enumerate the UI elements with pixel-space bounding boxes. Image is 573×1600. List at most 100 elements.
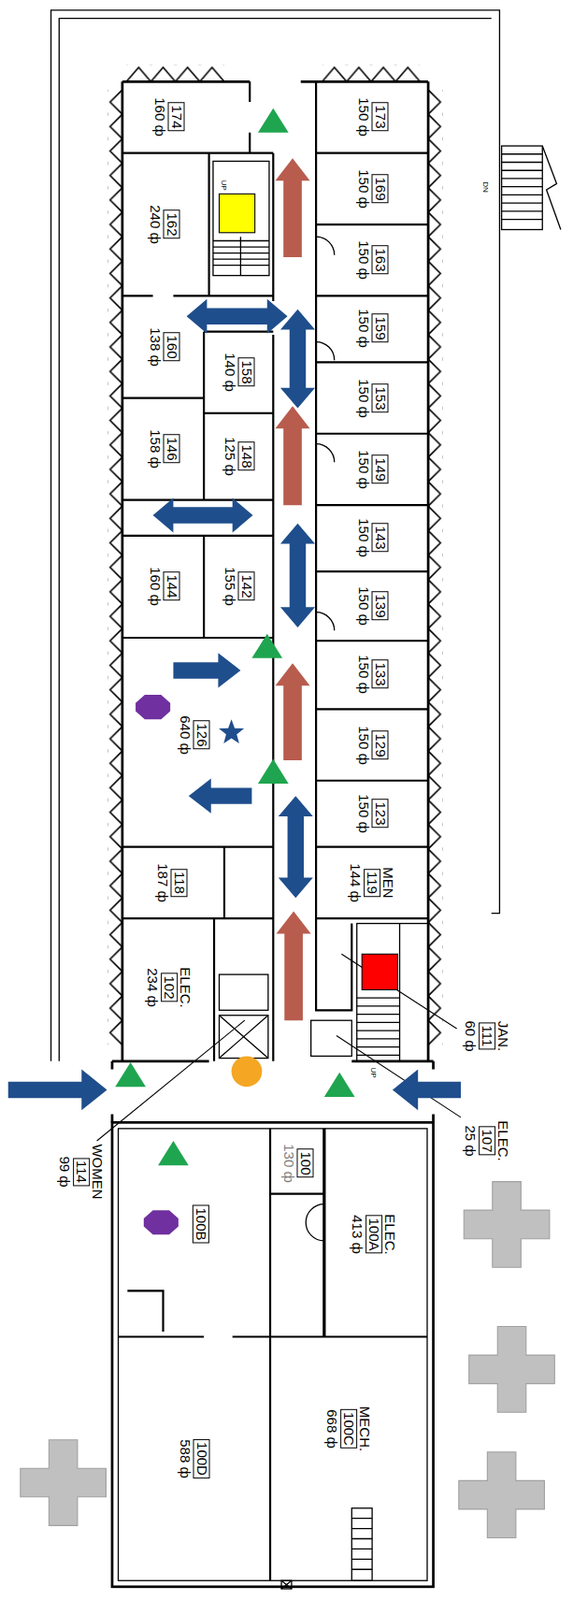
outer-walls [118, 1128, 428, 1580]
plan-shape [251, 633, 283, 659]
purple-marker [143, 1209, 179, 1234]
elevator [219, 974, 269, 1058]
room-area: 143150 ф [321, 506, 424, 568]
room-label: 588 ф [177, 1438, 194, 1478]
room-area: 123150 ф [321, 782, 424, 844]
room-label: MECH. [357, 1405, 373, 1451]
outer-walls [112, 1121, 434, 1586]
room-number: 139 [372, 591, 389, 621]
room-label: 150 ф [356, 240, 373, 280]
room-area: MEN119144 ф [321, 848, 424, 917]
plan-shape [501, 145, 544, 230]
room-label: 668 ф [324, 1405, 341, 1451]
star-marker [218, 718, 244, 744]
plan-shape [351, 1507, 373, 1580]
room-area: ELEC.10725 ф [458, 1106, 516, 1175]
plan-shape [357, 923, 401, 1061]
room-label: 60 ф [462, 1019, 479, 1051]
room-number: 146 [162, 434, 180, 464]
room-number: 100B [192, 1204, 210, 1244]
room-label: ELEC. [177, 967, 194, 1008]
plan-shape [280, 309, 316, 409]
room-label: 125 ф [222, 436, 239, 476]
room-label: 150 ф [356, 586, 373, 626]
room-label: 150 ф [356, 378, 373, 418]
room-label: 160 ф [146, 567, 163, 607]
plan-shape [157, 1140, 189, 1165]
plan-shape [469, 1326, 556, 1413]
room-label: 25 ф [462, 1119, 479, 1161]
plan-shape [278, 795, 314, 898]
room-area: ELEC.102234 ф [126, 923, 213, 1052]
room-label: 158 ф [146, 429, 163, 469]
room-text: 159150 ф [356, 309, 389, 349]
room-area: ELEC.100A413 ф [328, 1137, 420, 1332]
room-number: 144 [162, 572, 180, 602]
room-text: 158140 ф [222, 352, 256, 392]
room-number: 153 [372, 383, 389, 413]
room-number: 173 [372, 102, 389, 132]
room-area: 163150 ф [321, 226, 424, 294]
plan-shape [274, 662, 310, 760]
plan-shape [8, 1069, 108, 1111]
room-area: 162240 ф [122, 157, 204, 291]
plan-shape [280, 523, 316, 628]
room-area: 100B [181, 1183, 220, 1265]
room-area: 173150 ф [321, 83, 424, 151]
room-label: ELEC. [382, 1214, 399, 1255]
room-text: JAN.11160 ф [462, 1019, 512, 1051]
room-number: 143 [372, 523, 389, 553]
room-text: ELEC.102234 ф [144, 967, 194, 1008]
room-area: 153150 ф [321, 364, 424, 432]
plan-shape [351, 1518, 373, 1570]
room-area: 133150 ф [321, 642, 424, 706]
room-label: 234 ф [144, 967, 161, 1008]
room-label: 144 ф [347, 862, 364, 903]
room-area: 129150 ф [321, 711, 424, 779]
room-number: 100A [365, 1215, 383, 1254]
plan-shape [186, 299, 288, 334]
stair-core [213, 160, 270, 275]
room-label: 150 ф [356, 98, 373, 138]
plan-shape [20, 1439, 107, 1526]
room-area: 174160 ф [127, 83, 209, 151]
plan-shape [463, 1181, 550, 1268]
red-marker [361, 953, 398, 989]
room-area: 100D588 ф [122, 1356, 266, 1561]
plan-shape [281, 1579, 292, 1589]
room-label: JAN. [495, 1019, 512, 1051]
stair-direction: UP [219, 179, 228, 190]
room-text: 148125 ф [222, 436, 256, 476]
room-label: WOMEN [89, 1143, 106, 1199]
room-text: 100B [192, 1204, 210, 1244]
plan-shape [213, 236, 270, 275]
stair-direction: UP [369, 1066, 377, 1077]
room-number: 163 [372, 245, 389, 275]
room-area: 146158 ф [124, 400, 202, 499]
room-number: 114 [72, 1157, 90, 1186]
room-area: 148125 ф [206, 415, 271, 497]
room-label: 240 ф [146, 204, 163, 244]
room-number: 111 [478, 1021, 496, 1049]
windows [322, 65, 421, 82]
room-text: 163150 ф [356, 240, 389, 280]
room-label: 150 ф [356, 517, 373, 558]
room-area: JAN.11160 ф [458, 999, 516, 1071]
room-number: 118 [171, 868, 188, 897]
room-label: 640 ф [177, 715, 194, 755]
room-label: 155 ф [222, 567, 239, 607]
plan-shape [274, 405, 310, 505]
stairwell [311, 923, 429, 1061]
room-text: 129150 ф [356, 725, 389, 765]
plan-shape [274, 157, 310, 258]
plan-shape [219, 974, 269, 1010]
room-text: 133150 ф [356, 654, 389, 694]
windows [108, 89, 123, 1045]
room-label: 140 ф [222, 352, 239, 392]
bottom-stair [281, 1507, 373, 1589]
room-number: 142 [238, 572, 256, 602]
stair-direction: DN [481, 181, 489, 193]
route-arrows [8, 299, 461, 1111]
